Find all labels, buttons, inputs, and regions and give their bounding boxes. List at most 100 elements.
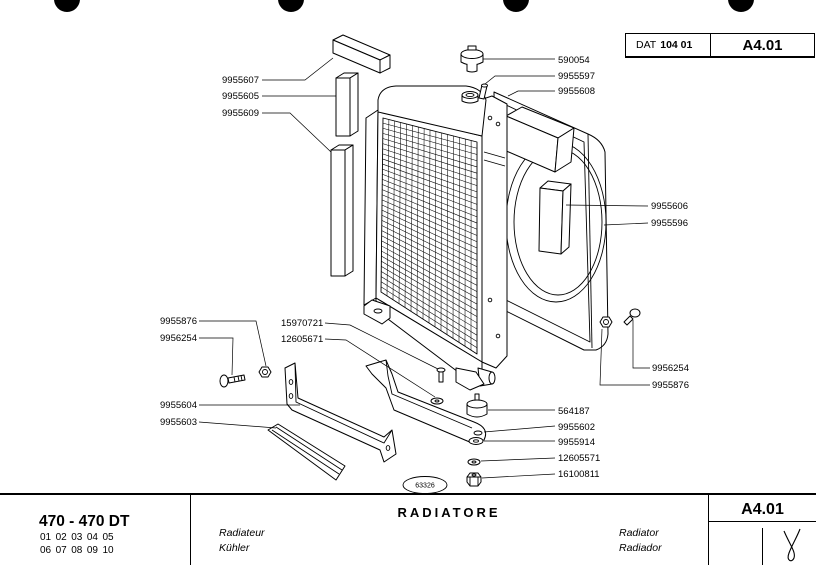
nut-right	[599, 316, 613, 328]
version-code: 05	[102, 532, 114, 543]
radiator-core	[380, 117, 478, 355]
leader-line	[324, 322, 439, 370]
part-number-label: 9956254	[652, 363, 689, 374]
mesh-line	[382, 179, 478, 218]
punch-hole	[54, 0, 80, 12]
page-title: RADIATORE	[397, 505, 501, 520]
washer-large	[468, 437, 484, 445]
version-code: 04	[86, 532, 98, 543]
rubber-strip	[267, 423, 346, 481]
version-code: 09	[86, 545, 98, 556]
punch-hole	[278, 0, 304, 12]
sheet-code: A4.01	[742, 37, 783, 54]
part-number-label: 12605671	[281, 334, 323, 345]
mesh-line	[381, 235, 478, 286]
bolt-small	[436, 367, 446, 383]
support-bracket	[365, 359, 487, 444]
bolt-left	[219, 374, 246, 388]
part-number-label: 15970721	[281, 318, 323, 329]
part-number-label: 9955602	[558, 422, 595, 433]
foam-pad-long	[330, 144, 354, 277]
mesh-line	[382, 122, 478, 149]
mesh-line	[381, 276, 478, 336]
rubber-mount	[466, 393, 488, 418]
part-number-label: 9955609	[222, 108, 259, 119]
part-number-label: 9955876	[652, 380, 689, 391]
leader-line	[262, 112, 332, 153]
figure-number: 63326	[415, 483, 435, 490]
title-english: Radiator	[619, 527, 659, 539]
part-number-label: 9956254	[160, 333, 197, 344]
version-code: 07	[55, 545, 67, 556]
model-name: 470 - 470 DT	[39, 513, 130, 530]
title-block-divider	[0, 493, 816, 495]
mesh-line	[380, 286, 478, 348]
mesh-line	[381, 250, 478, 305]
filler-neck	[461, 91, 479, 104]
divider	[762, 528, 763, 565]
part-number-label: 9955876	[160, 316, 197, 327]
divider	[708, 521, 816, 522]
mesh-line	[381, 240, 478, 292]
mesh-line	[381, 266, 478, 324]
title-french: Radiateur	[219, 527, 265, 539]
mesh-line	[381, 245, 478, 299]
mesh-line	[382, 127, 478, 155]
mesh-line	[382, 189, 478, 230]
leader-line	[632, 320, 650, 369]
title-spanish: Radiador	[619, 542, 662, 554]
mesh-line	[382, 194, 478, 236]
divider	[710, 34, 711, 56]
leader-line	[198, 421, 277, 429]
foam-pad-top	[332, 34, 391, 74]
part-number-label: 9955603	[160, 417, 197, 428]
part-number-label: 9955597	[558, 71, 595, 82]
mesh-line	[382, 133, 478, 161]
leader-lines	[198, 57, 650, 479]
leader-line	[199, 337, 234, 376]
mesh-line	[381, 261, 478, 317]
mesh-line	[381, 271, 478, 330]
dat-code: 104 01	[660, 39, 693, 51]
foam-pad-shroud-side	[538, 180, 572, 255]
mesh-line	[380, 281, 478, 342]
mesh-line	[382, 153, 478, 186]
mesh-line	[381, 214, 478, 261]
radiator-mount-bracket	[455, 367, 485, 391]
part-number-label: 9955607	[222, 75, 259, 86]
part-labels: 9955607 9955605 9955609 590054 9955597 9…	[160, 55, 689, 480]
nut-bottom	[466, 472, 482, 487]
mesh-line	[382, 138, 478, 168]
divider	[190, 494, 191, 565]
radiator-foot	[363, 299, 391, 325]
mesh-line	[381, 230, 478, 280]
title-german: Kühler	[219, 542, 250, 554]
part-number-label: 9955606	[651, 201, 688, 212]
version-code: 10	[102, 545, 114, 556]
mesh-line	[381, 220, 478, 267]
radiator-cap	[460, 45, 484, 73]
leader-line	[481, 473, 556, 479]
mesh-line	[382, 148, 478, 180]
washer-small	[430, 397, 444, 405]
foam-pad-short	[335, 72, 359, 137]
mesh-line	[381, 209, 478, 255]
leader-line	[199, 320, 267, 367]
leader-line	[484, 75, 555, 85]
version-code: 02	[55, 532, 67, 543]
washer-lock	[467, 458, 481, 466]
leader-line	[483, 425, 556, 433]
mesh-line	[381, 199, 478, 243]
foam-pad-shroud-top	[503, 106, 575, 173]
radiator	[363, 83, 508, 391]
part-number-label: 9955914	[558, 437, 595, 448]
mesh-line	[381, 225, 478, 274]
part-number-label: 590054	[558, 55, 590, 66]
leader-line	[599, 328, 650, 386]
mesh-line	[382, 143, 478, 174]
